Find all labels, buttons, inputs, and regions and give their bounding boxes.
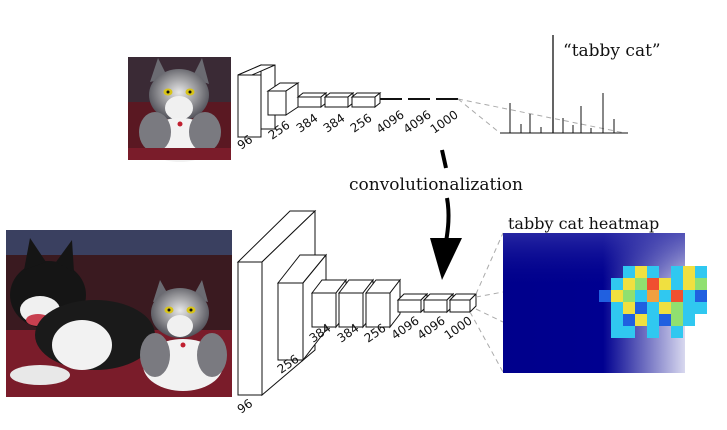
heatmap-cell [671, 314, 683, 326]
heatmap-title: tabby cat heatmap [508, 214, 659, 233]
heatmap-cell [683, 278, 695, 290]
heatmap-cell [683, 302, 695, 314]
bottom-layer-block-1000 [448, 292, 478, 314]
heatmap-cell [611, 302, 623, 314]
heatmap-cell [647, 326, 659, 338]
bottom-network [236, 209, 504, 397]
heatmap-cell [695, 290, 707, 302]
heatmap-cell [659, 278, 671, 290]
heatmap-cell [635, 266, 647, 278]
heatmap-cell [611, 278, 623, 290]
heatmap-cell [635, 314, 647, 326]
heatmap-cell [623, 314, 635, 326]
top-label-6: 4096 [401, 107, 434, 136]
top-layer-block-256 [266, 82, 300, 116]
bottom-layer-block-4096a [396, 292, 429, 314]
heatmap-cell [695, 278, 707, 290]
heatmap-cell [635, 290, 647, 302]
heatmap-cell [683, 290, 695, 302]
heatmap-cell [695, 302, 707, 314]
heatmap-cell [695, 266, 707, 278]
top-label-5: 4096 [374, 107, 407, 136]
heatmap-cell [635, 302, 647, 314]
bottom-label-7: 1000 [442, 313, 475, 342]
heatmap-cell [611, 290, 623, 302]
heatmap-cell [671, 326, 683, 338]
bottom-label-6: 4096 [415, 313, 448, 342]
heatmap-cell [647, 302, 659, 314]
heatmap-cell [683, 314, 695, 326]
top-output-histogram: “tabby cat” [500, 35, 661, 134]
heatmap-cell [647, 278, 659, 290]
heatmap-cell [671, 266, 683, 278]
bottom-dog-cat-photo [6, 230, 232, 397]
heatmap-cell [611, 314, 623, 326]
top-layer-block-256b [350, 91, 382, 109]
heatmap-cell [599, 290, 611, 302]
down-arrow [430, 149, 462, 280]
heatmap-cell [647, 290, 659, 302]
heatmap-cell [659, 314, 671, 326]
top-label-4: 256 [348, 111, 375, 136]
heatmap-cell [623, 290, 635, 302]
tabby-cat-heatmap [503, 233, 707, 373]
top-layer-block-384b [323, 91, 355, 109]
bottom-label-0: 96 [235, 396, 256, 416]
heatmap-cell [671, 278, 683, 290]
heatmap-cell [659, 290, 671, 302]
top-network [237, 64, 626, 138]
heatmap-cell [659, 302, 671, 314]
heatmap-cell [611, 326, 623, 338]
convolutionalization-label: convolutionalization [349, 175, 523, 195]
top-label-3: 384 [321, 111, 348, 136]
bottom-layer-block-256b [364, 278, 402, 329]
heatmap-cell [683, 266, 695, 278]
heatmap-cell [647, 314, 659, 326]
top-cat-photo [128, 57, 231, 162]
heatmap-cell [623, 326, 635, 338]
top-label-2: 384 [294, 111, 321, 136]
top-output-label: “tabby cat” [563, 41, 661, 61]
top-label-7: 1000 [428, 107, 461, 136]
heatmap-cell [671, 302, 683, 314]
top-layer-block-384a [296, 91, 328, 109]
heatmap-cell [623, 266, 635, 278]
heatmap-cell [623, 302, 635, 314]
bottom-layer-block-4096b [422, 292, 455, 314]
heatmap-cell [671, 290, 683, 302]
heatmap-cell [635, 278, 647, 290]
heatmap-cell [623, 278, 635, 290]
heatmap-cell [647, 266, 659, 278]
